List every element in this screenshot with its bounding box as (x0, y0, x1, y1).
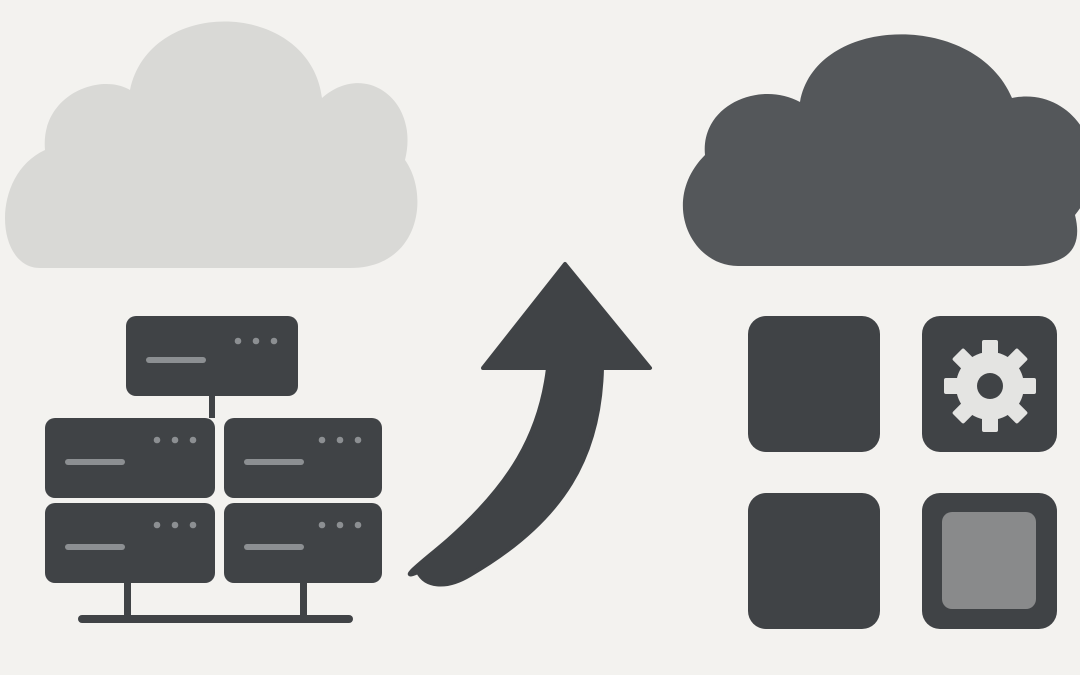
source-cloud-icon (5, 21, 418, 269)
server-unit (45, 503, 215, 583)
app-tile-framed (922, 493, 1057, 629)
app-tile (748, 316, 880, 452)
rack-connector (209, 396, 215, 418)
server-rack-icon (45, 316, 382, 623)
rack-leg (300, 582, 307, 618)
inner-square (942, 512, 1036, 609)
gear-icon (944, 340, 1036, 432)
curved-arrow-up-icon (407, 262, 652, 587)
rack-base (78, 615, 353, 623)
server-unit (126, 316, 298, 396)
rack-leg (124, 582, 131, 618)
app-tile-settings (922, 316, 1057, 452)
server-unit (224, 503, 382, 583)
server-unit (224, 418, 382, 498)
target-cloud-icon (682, 34, 1080, 266)
app-tile-grid (748, 316, 1057, 629)
server-unit (45, 418, 215, 498)
app-tile (748, 493, 880, 629)
